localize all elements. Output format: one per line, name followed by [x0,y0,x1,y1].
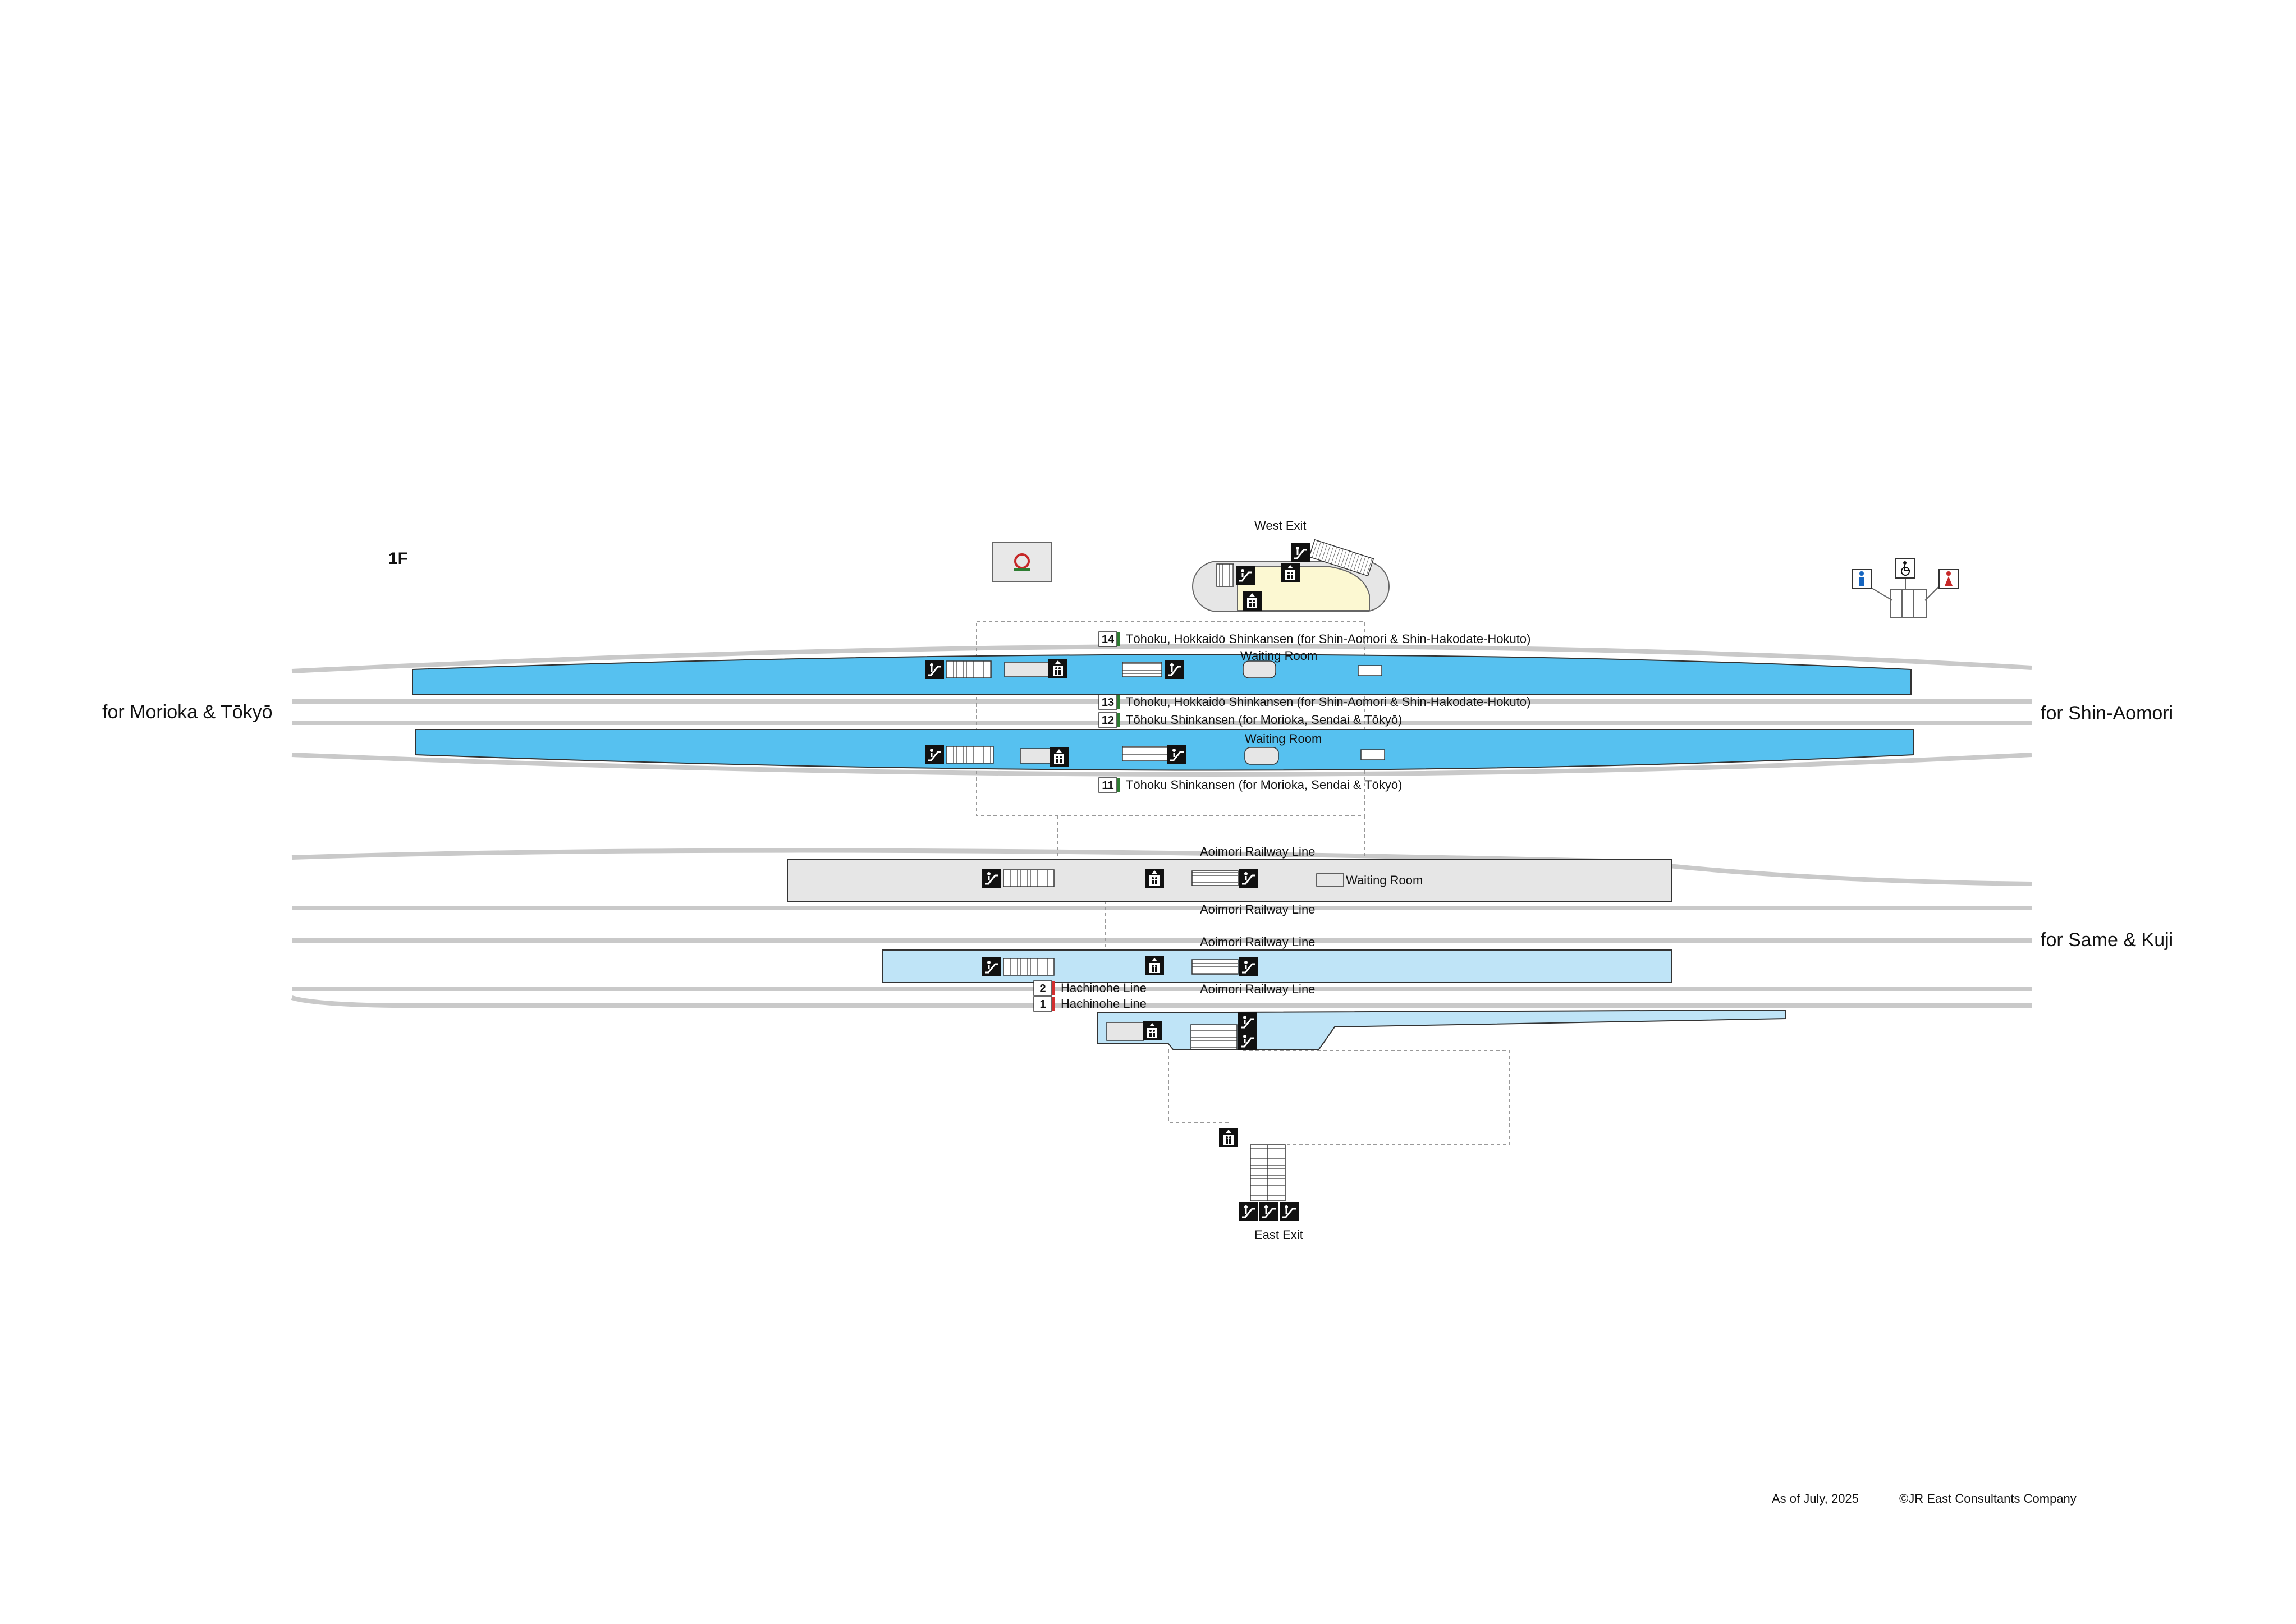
escalator-icon [981,868,1002,889]
track-number: 14 [1102,634,1115,646]
elevator-icon [1243,591,1262,611]
west-exit-label: West Exit [1254,519,1307,533]
escalator-icon [1278,1201,1300,1222]
station-logo [992,542,1052,582]
waiting-room-label: Waiting Room [1240,649,1317,663]
elevator-icon [1219,1128,1238,1147]
toilets [1868,578,1940,618]
underground-passage [976,621,1510,1145]
track-11: 11 Tōhoku Shinkansen (for Morioka, Sendai… [1098,777,1402,793]
track-label: Tōhoku, Hokkaidō Shinkansen (for Shin-Ao… [1126,695,1530,709]
escalator-icon [1290,542,1311,563]
track-12: 12 Tōhoku Shinkansen (for Morioka, Sendai… [1098,712,1402,728]
aoimori-line-label: Aoimori Railway Line [1200,845,1315,859]
track-label: Tōhoku Shinkansen (for Morioka, Sendai &… [1126,713,1402,727]
direction-left: for Morioka & Tōkyō [102,701,273,723]
escalator-icon [924,744,945,765]
track-1: 1 Hachinohe Line [1033,996,1147,1012]
track-number: 1 [1039,998,1046,1011]
elevator-icon [1143,1021,1162,1040]
aoimori-line-label: Aoimori Railway Line [1200,902,1315,916]
escalator-icon [1238,1201,1259,1222]
track-2: 2 Hachinohe Line [1033,980,1147,996]
copyright: ©JR East Consultants Company [1899,1492,2077,1506]
track-label: Hachinohe Line [1061,997,1147,1011]
escalator-icon [1238,868,1259,889]
escalator-icon [1166,744,1188,765]
aoimori-line-label: Aoimori Railway Line [1200,935,1315,949]
aoimori-platform [787,859,1672,902]
escalator-icon [1235,565,1256,586]
elevator-icon [1048,659,1067,678]
escalator-icon [1238,956,1259,978]
track-label: Tōhoku, Hokkaidō Shinkansen (for Shin-Ao… [1126,632,1530,646]
track-13: 13 Tōhoku, Hokkaidō Shinkansen (for Shin-… [1098,694,1530,710]
toilet-female-icon [1938,569,1959,589]
escalator-icon [1164,659,1185,680]
track-label: Hachinohe Line [1061,981,1147,995]
direction-right-top: for Shin-Aomori [2041,703,2173,724]
shinkansen-platform-lower [415,729,1914,771]
waiting-room-label: Waiting Room [1245,732,1322,746]
track-number: 11 [1102,779,1113,792]
escalator-icon [924,659,945,680]
toilet-male-icon [1852,569,1872,589]
track-label: Tōhoku Shinkansen (for Morioka, Sendai &… [1126,778,1402,792]
direction-right-bottom: for Same & Kuji [2041,929,2173,951]
as-of-date: As of July, 2025 [1772,1492,1859,1506]
hachinohe-platform [1097,1009,1786,1050]
east-exit-stairs [1250,1144,1286,1201]
waiting-room-label: Waiting Room [1346,873,1423,887]
escalator-icon [1237,1011,1258,1033]
track-number: 2 [1039,983,1046,995]
elevator-icon [1050,747,1069,767]
track-number: 13 [1102,696,1114,709]
floor-label: 1F [388,549,408,568]
east-exit-label: East Exit [1254,1228,1303,1242]
track-number: 12 [1102,714,1114,727]
aoimori-line-label: Aoimori Railway Line [1200,982,1315,996]
conventional-platform [882,949,1672,983]
rails [291,644,2032,1008]
escalator-icon [1237,1030,1258,1052]
escalator-icon [981,956,1002,978]
elevator-icon [1145,869,1164,888]
shinkansen-platform-upper [412,654,1912,695]
wheelchair-icon [1895,558,1915,579]
escalator-icon [1258,1201,1280,1222]
elevator-icon [1145,956,1164,975]
elevator-icon [1281,563,1300,582]
track-14: 14 Tōhoku, Hokkaidō Shinkansen (for Shin-… [1098,631,1530,647]
